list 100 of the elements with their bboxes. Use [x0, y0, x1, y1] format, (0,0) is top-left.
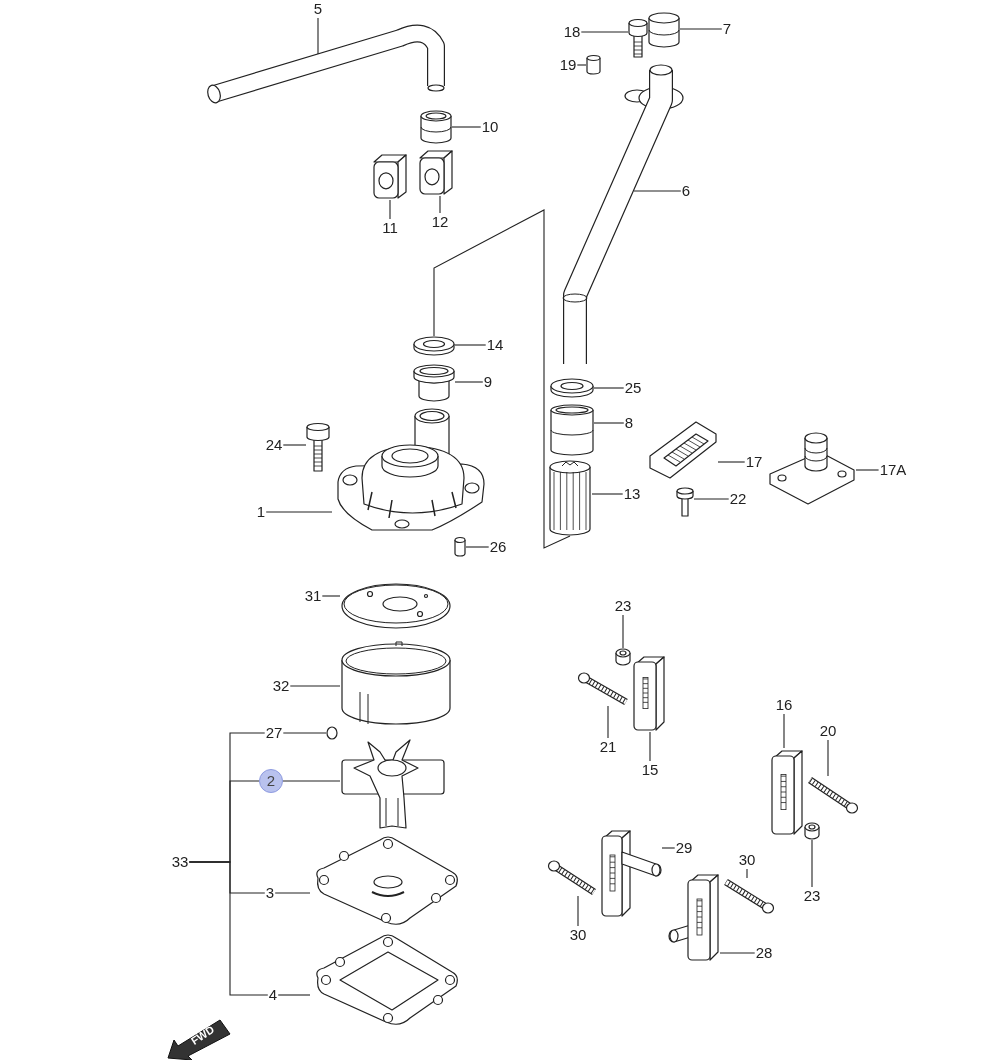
- leader-line: [433, 209, 571, 549]
- callout-number: 33: [170, 853, 190, 871]
- callout-number: 21: [598, 738, 618, 756]
- block-drawing: [632, 654, 666, 732]
- callout-number: 2: [259, 769, 283, 793]
- callout-number: 8: [623, 414, 635, 432]
- screw-drawing: [578, 672, 630, 706]
- leader-line: [591, 493, 624, 495]
- callout-number: 16: [774, 696, 794, 714]
- leader-line: [855, 469, 880, 471]
- bolt-drawing: [628, 18, 648, 58]
- leader-line: [593, 387, 625, 389]
- bracket-line: [188, 861, 269, 996]
- callout-number: 27: [264, 724, 284, 742]
- callout-number: 17: [744, 453, 764, 471]
- leader-line: [454, 344, 487, 346]
- leader-line: [577, 895, 579, 927]
- leader-line: [277, 994, 311, 996]
- leader-line: [282, 732, 327, 734]
- leader-line: [317, 17, 319, 56]
- callout-number: 22: [728, 490, 748, 508]
- callout-number: 32: [271, 677, 291, 695]
- leader-line: [389, 199, 391, 220]
- callout-number: 12: [430, 213, 450, 231]
- leader-line: [282, 780, 341, 782]
- leader-line: [633, 190, 682, 192]
- callout-number: 28: [754, 944, 774, 962]
- leader-line: [717, 461, 746, 463]
- washer-drawing: [550, 378, 594, 398]
- nut-drawing: [804, 822, 820, 840]
- grommet-drawing: [420, 110, 452, 144]
- leader-line: [661, 847, 676, 849]
- callout-number: 15: [640, 761, 660, 779]
- callout-number: 25: [623, 379, 643, 397]
- liner-drawing: [340, 640, 452, 728]
- impeller-drawing: [340, 738, 446, 830]
- leader-line: [679, 28, 723, 30]
- callout-number: 23: [613, 597, 633, 615]
- leader-line: [607, 705, 609, 739]
- block-drawing: [668, 872, 720, 962]
- leader-line: [593, 422, 625, 424]
- callout-number: 11: [381, 219, 399, 237]
- leader-line: [783, 713, 785, 749]
- leader-line: [265, 511, 333, 513]
- disc-drawing: [340, 580, 452, 630]
- callout-number: 1: [255, 503, 267, 521]
- leader-line: [827, 739, 829, 777]
- callout-number: 13: [622, 485, 642, 503]
- plate-drawing: [768, 430, 856, 506]
- block-drawing: [770, 748, 804, 836]
- cap-drawing: [648, 12, 680, 48]
- leader-line: [576, 64, 587, 66]
- callout-number: 4: [267, 986, 279, 1004]
- callout-number: 20: [818, 722, 838, 740]
- callout-number: 17A: [878, 461, 908, 479]
- bushing-drawing: [413, 364, 455, 402]
- block-drawing: [600, 828, 662, 918]
- nut-drawing: [615, 648, 631, 666]
- screw-drawing: [548, 860, 598, 896]
- leader-line: [451, 126, 482, 128]
- leader-line: [811, 839, 813, 888]
- leader-line: [746, 868, 748, 879]
- callout-number: 18: [562, 23, 582, 41]
- leader-line: [282, 444, 307, 446]
- leader-line: [649, 731, 651, 762]
- screw-drawing: [722, 878, 774, 914]
- leader-line: [321, 595, 341, 597]
- leader-line: [719, 952, 756, 954]
- callout-number: 24: [264, 436, 284, 454]
- leader-line: [439, 195, 441, 214]
- callout-number: 6: [680, 182, 692, 200]
- callout-number: 30: [568, 926, 588, 944]
- leader-line: [289, 685, 341, 687]
- leader-line: [274, 892, 311, 894]
- leader-line: [465, 546, 490, 548]
- callout-number: 10: [480, 118, 500, 136]
- leader-line: [580, 31, 629, 33]
- pin-drawing: [586, 55, 601, 75]
- washer-drawing: [413, 336, 455, 356]
- bolt-drawing: [306, 422, 330, 472]
- callout-number: 23: [802, 887, 822, 905]
- key-drawing: [326, 726, 338, 740]
- callout-number: 19: [558, 56, 578, 74]
- callout-number: 26: [488, 538, 508, 556]
- pin-drawing: [454, 537, 466, 557]
- leader-line: [693, 498, 730, 500]
- clip-drawing: [372, 152, 408, 200]
- callout-number: 14: [485, 336, 505, 354]
- callout-number: 31: [303, 587, 323, 605]
- callout-number: 30: [737, 851, 757, 869]
- callout-number: 9: [482, 373, 494, 391]
- callout-number: 29: [674, 839, 694, 857]
- screw-drawing: [676, 486, 694, 516]
- callout-number: 5: [312, 0, 324, 18]
- screw-drawing: [806, 776, 858, 814]
- strainer-drawing: [548, 460, 592, 536]
- clip-drawing: [418, 148, 454, 196]
- leader-line: [454, 381, 484, 383]
- grommet-drawing: [550, 404, 594, 456]
- callout-number: 7: [721, 20, 733, 38]
